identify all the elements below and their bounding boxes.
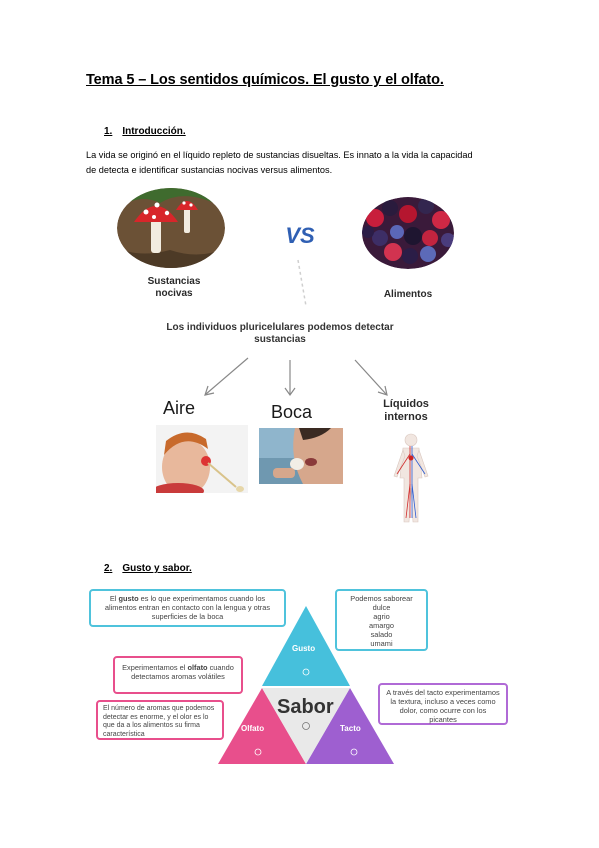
arrow-liquidos-head <box>377 385 388 396</box>
tacto-dot-icon <box>350 748 358 756</box>
tacto-definition-box: A través del tacto experimentamos la tex… <box>378 683 508 725</box>
gusto-def-pre: El <box>109 594 119 603</box>
olfato-label: Olfato <box>241 724 265 733</box>
liquidos-label: Líquidos internos <box>376 398 436 424</box>
intro-line-1: La vida se originó en el líquido repleto… <box>86 150 473 160</box>
boca-label: Boca <box>271 402 313 422</box>
mushrooms-image <box>117 188 225 268</box>
detection-title-line-2: sustancias <box>254 334 306 345</box>
section-1-number: 1. <box>104 126 113 137</box>
arrow-liquidos <box>354 359 387 395</box>
aire-label: Aire <box>163 398 196 418</box>
saborear-lead: Podemos saborear <box>350 594 413 603</box>
arrow-boca-head <box>284 387 296 397</box>
sabor-label: Sabor <box>277 696 334 718</box>
liquidos-label-line-1: Líquidos <box>383 398 429 410</box>
nocivas-label-line-1: Sustancias <box>147 276 201 287</box>
body-circulation-image <box>393 433 429 523</box>
gusto-triangle <box>262 606 350 686</box>
olfato-def-bold: olfato <box>187 663 208 672</box>
sabor-triangle <box>218 606 394 764</box>
sabor-salado: salado <box>370 630 393 639</box>
sabor-umami: umami <box>370 639 393 648</box>
sabor-dulce: dulce <box>372 603 391 612</box>
divider-line <box>297 259 307 307</box>
section-2-heading: 2. Gusto y sabor. <box>104 563 192 574</box>
intro-paragraph: La vida se originó en el líquido repleto… <box>86 148 526 178</box>
gusto-def-post: es lo que experimentamos cuando los alim… <box>104 594 271 621</box>
arrow-aire <box>205 357 249 395</box>
aromas-box: El número de aromas que podemos detectar… <box>96 700 224 740</box>
gusto-definition-box: El gusto es lo que experimentamos cuando… <box>89 589 286 627</box>
page-title: Tema 5 – Los sentidos químicos. El gusto… <box>86 72 444 88</box>
nocivas-label: Sustancias nocivas <box>128 276 220 300</box>
olfato-def-post: cuando detectamos aromas volátiles <box>131 663 234 681</box>
nocivas-label-line-2: nocivas <box>155 288 193 299</box>
boca-photo <box>259 428 343 484</box>
olfato-dot-icon <box>254 748 262 756</box>
intro-line-2: de detecta e identificar sustancias noci… <box>86 165 333 175</box>
sabor-center-triangle <box>262 688 350 764</box>
olfato-triangle <box>218 688 306 764</box>
arrow-aire-head <box>204 385 215 396</box>
liquidos-label-line-2: internos <box>384 411 428 423</box>
vs-label: VS <box>285 223 315 248</box>
saborear-box: Podemos saborear dulce agrio amargo sala… <box>335 589 428 651</box>
detection-title-line-1: Los individuos pluricelulares podemos de… <box>166 322 394 333</box>
alimentos-label: Alimentos <box>383 289 433 300</box>
tacto-label: Tacto <box>340 724 361 733</box>
sabor-agrio: agrio <box>373 612 390 621</box>
comparison-figure: VS <box>117 188 454 307</box>
gusto-label: Gusto <box>292 644 316 653</box>
sabor-amargo: amargo <box>368 621 395 630</box>
detection-title: Los individuos pluricelulares podemos de… <box>150 322 410 346</box>
section-1-title: Introducción. <box>122 126 186 137</box>
gusto-def-bold: gusto <box>118 594 139 603</box>
detection-arrows <box>204 357 388 397</box>
berries-image <box>362 197 454 269</box>
tacto-triangle <box>306 688 394 764</box>
section-2-number: 2. <box>104 563 113 574</box>
section-1-heading: 1. Introducción. <box>104 126 186 137</box>
sabor-dot-icon <box>302 722 310 730</box>
gusto-dot-icon <box>302 668 310 676</box>
olfato-definition-box: Experimentamos el olfato cuando detectam… <box>113 656 243 694</box>
aire-photo <box>156 425 248 493</box>
section-2-title: Gusto y sabor. <box>122 563 192 574</box>
olfato-def-pre: Experimentamos el <box>122 663 188 672</box>
